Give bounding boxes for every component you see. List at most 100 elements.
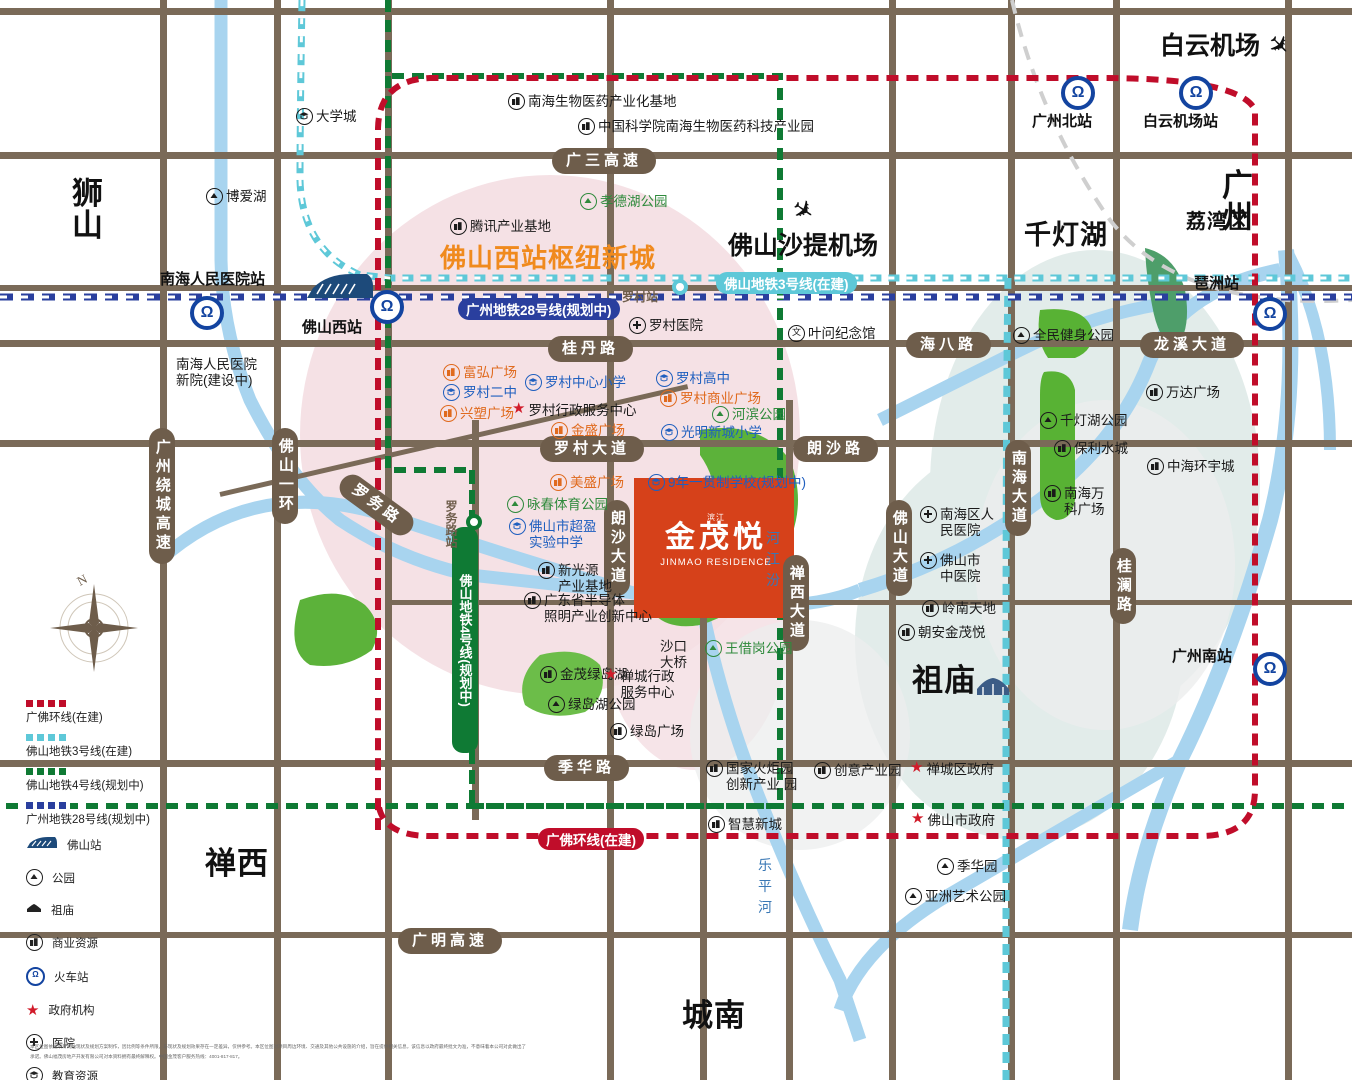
legend-line-3: 广州地铁28号线(规划中) <box>26 802 166 827</box>
legend-item-3: 商业资源 <box>26 934 166 951</box>
poi-label: 沙口 大桥 <box>660 639 687 670</box>
government-star-icon: ★ <box>604 666 618 683</box>
poi-label: 创意产业园 <box>834 763 902 778</box>
building-icon <box>922 600 939 617</box>
education-icon <box>656 370 673 387</box>
poi-label: 大学城 <box>316 109 357 124</box>
poi-label: 富弘广场 <box>463 365 517 380</box>
poi-39: 万达广场 <box>1146 384 1220 401</box>
poi-10: 罗村二中 <box>443 384 517 401</box>
legend-line-swatch <box>26 768 70 775</box>
metro-station-icon[interactable] <box>466 514 482 530</box>
legend-line-label: 广州地铁28号线(规划中) <box>26 814 150 826</box>
park-icon <box>507 496 524 513</box>
poi-label: 叶问纪念馆 <box>808 326 876 341</box>
highlight-title: 佛山西站枢纽新城 <box>440 243 657 273</box>
building-icon <box>1147 458 1164 475</box>
poi-label: 佛山市 中医院 <box>940 553 981 584</box>
road-h-4 <box>0 440 1352 447</box>
railway-station-icon[interactable]: Ω <box>1253 297 1287 331</box>
region-label-1: 广州 <box>1222 168 1254 235</box>
project-logo: 滨江 金茂悦 JINMAO RESIDENCE <box>646 512 786 568</box>
road-label-4: 海八路 <box>906 332 992 358</box>
hospital-icon <box>920 552 937 569</box>
poi-label: 河滨公园 <box>732 407 786 422</box>
poi-label: 保利水城 <box>1074 441 1128 456</box>
building-icon <box>443 364 460 381</box>
legend-item-label: 祖庙 <box>51 905 74 917</box>
poi-17: 金盛广场 <box>551 422 625 439</box>
legend-item-label: 火车站 <box>54 971 89 984</box>
project-name: 金茂悦 <box>665 521 767 554</box>
legend-item-2: 祖庙 <box>26 902 166 918</box>
education-icon <box>648 474 665 491</box>
poi-37: 亚洲艺术公园 <box>905 888 1006 905</box>
temple-icon <box>977 678 1009 695</box>
poi-label: 南海人民医院 新院(建设中) <box>176 357 257 388</box>
road-label-6: 季华路 <box>544 755 630 781</box>
legend-item-6: 医院 <box>26 1034 166 1051</box>
park-icon <box>905 888 922 905</box>
project-english-name: JINMAO RESIDENCE <box>660 557 772 568</box>
building-icon <box>706 760 723 777</box>
poi-30: 王借岗公园 <box>705 640 793 657</box>
culture-icon: 文 <box>788 325 805 342</box>
poi-3: 中国科学院南海生物医药科技产业园 <box>578 118 814 135</box>
education-icon <box>509 518 526 535</box>
road-label-7: 广明高速 <box>398 928 503 954</box>
poi-label: 广东省半导体 照明产业创新中心 <box>544 593 652 624</box>
road-v-2 <box>385 0 392 1080</box>
legend-item-1: 公园 <box>26 869 166 886</box>
poi-0: 大学城 <box>296 108 357 125</box>
poi-20: 9年一贯制学校(规划中) <box>648 474 806 491</box>
government-star-icon: ★ <box>911 810 925 827</box>
region-label-2: 千灯湖 <box>1024 220 1108 250</box>
legend-item-5: ★政府机构 <box>26 1002 166 1018</box>
railway-station-icon[interactable]: Ω <box>370 290 404 324</box>
road-v-8 <box>1113 0 1120 1080</box>
region-label-6: 荔湾区 <box>1186 211 1249 233</box>
poi-label: 腾讯产业基地 <box>470 219 551 234</box>
poi-label: 9年一贯制学校(规划中) <box>668 475 806 490</box>
poi-46: 岭南天地 <box>922 600 996 617</box>
poi-label: 美盛广场 <box>570 475 624 490</box>
building-icon <box>551 422 568 439</box>
building-icon <box>450 218 467 235</box>
region-label-3: 祖庙 <box>912 663 976 698</box>
park-icon <box>705 640 722 657</box>
transit-line-label-0: 佛山地铁3号线(在建) <box>716 272 857 294</box>
legend-line-label: 广佛环线(在建) <box>26 712 103 724</box>
project-prefix: 滨江 <box>707 513 725 522</box>
station-label-4: 琶洲站 <box>1194 275 1240 292</box>
poi-36: 季华园 <box>937 858 998 875</box>
poi-13: 罗村商业广场 <box>660 390 761 407</box>
road-label-13: 佛山大道 <box>886 500 912 596</box>
poi-32: 创意产业园 <box>814 762 902 779</box>
poi-label: 亚洲艺术公园 <box>925 889 1006 904</box>
railway-station-icon[interactable]: Ω <box>1179 76 1213 110</box>
poi-29: 沙口 大桥 <box>660 638 687 670</box>
poi-8: 南海人民医院 新院(建设中) <box>176 356 257 388</box>
poi-47: 朝安金茂悦 <box>898 624 986 641</box>
poi-34: 智慧新城 <box>708 816 782 833</box>
poi-label: 禅城行政 服务中心 <box>620 669 675 700</box>
legend: 广佛环线(在建)佛山地铁3号线(在建)佛山地铁4号线(规划中)广州地铁28号线(… <box>26 700 166 1080</box>
road-label-12: 禅西大道 <box>783 555 809 651</box>
road-label-8: 广州绕城高速 <box>149 428 175 564</box>
poi-40: 千灯湖公园 <box>1040 412 1128 429</box>
legend-line-0: 广佛环线(在建) <box>26 700 166 725</box>
poi-28: 绿岛广场 <box>610 723 684 740</box>
metro-station-icon[interactable] <box>672 279 688 295</box>
railway-station-icon[interactable]: Ω <box>1061 76 1095 110</box>
poi-label: 孝德湖公园 <box>600 194 668 209</box>
region-label-0: 狮山 <box>72 176 104 243</box>
transit-line-label-1: 广州地铁28号线(规划中) <box>458 298 620 320</box>
poi-26: 绿岛湖公园 <box>548 696 636 713</box>
legend-item-label: 教育资源 <box>52 1070 98 1080</box>
legend-line-swatch <box>26 802 70 809</box>
railway-station-icon[interactable]: Ω <box>1253 652 1287 686</box>
legend-item-label: 商业资源 <box>52 937 98 950</box>
railway-station-icon[interactable]: Ω <box>190 296 224 330</box>
